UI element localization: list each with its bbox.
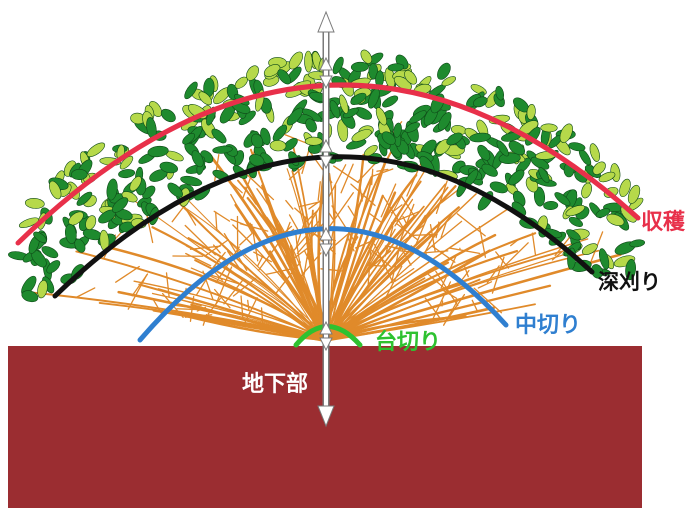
deep-cut-label: 深刈り bbox=[598, 270, 661, 294]
underground-label: 地下部 bbox=[242, 372, 309, 397]
harvest-label: 収穫 bbox=[641, 210, 686, 235]
stump-cut-label: 台切り bbox=[375, 330, 442, 355]
double-headed-vertical-arrow-icon bbox=[317, 10, 335, 428]
mid-cut-label: 中切り bbox=[515, 313, 582, 338]
